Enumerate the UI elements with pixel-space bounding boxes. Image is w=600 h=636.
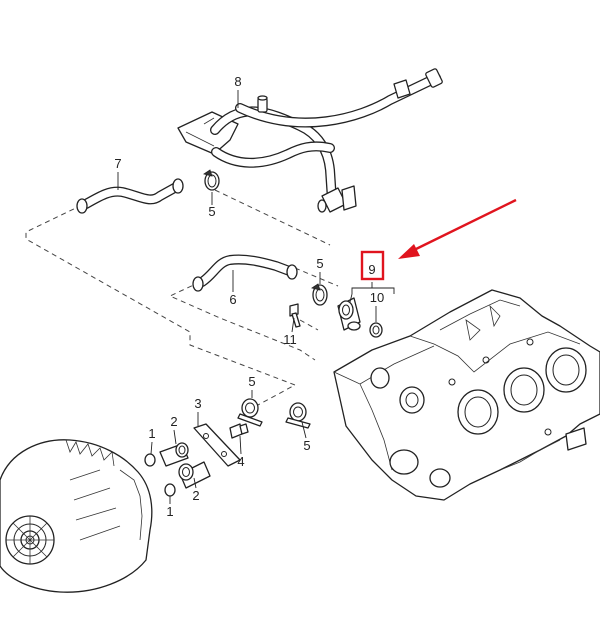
hose-clamp-lower-right — [285, 402, 311, 429]
callout-label-11: 11 — [283, 332, 297, 347]
o-ring-1-lower — [164, 483, 176, 497]
mounting-bracket-3 — [193, 423, 241, 467]
callout-label-10: 10 — [370, 290, 384, 305]
callout-5-lower-left: 5 — [248, 374, 256, 398]
o-ring-1-upper — [144, 453, 156, 467]
callout-label-9: 9 — [368, 262, 375, 277]
callout-4: 4 — [237, 435, 245, 469]
hose-clamp-upper — [203, 169, 220, 191]
alternator — [0, 439, 153, 593]
coolant-pipe-upper — [177, 68, 443, 213]
highlight-box — [360, 250, 385, 281]
callout-7: 7 — [114, 156, 122, 190]
hose-clamp-lower-left — [237, 398, 263, 427]
callout-label-1-top: 1 — [148, 426, 155, 441]
callout-label-3: 3 — [194, 396, 201, 411]
union-fitting-2-lower — [178, 461, 211, 489]
callout-label-1-bottom: 1 — [166, 504, 173, 519]
callout-2-bottom: 2 — [192, 477, 200, 503]
engine-block — [333, 289, 600, 501]
callout-label-5-lower-right: 5 — [303, 438, 310, 453]
union-fitting-2-upper — [159, 442, 189, 467]
callout-2-top: 2 — [170, 414, 178, 445]
highlight-arrow-shaft — [413, 198, 517, 252]
callout-6: 6 — [229, 270, 237, 307]
callout-label-2-bottom: 2 — [192, 488, 199, 503]
callout-3: 3 — [194, 396, 202, 426]
callout-11: 11 — [283, 317, 297, 347]
bolt-11 — [289, 303, 301, 328]
assembly-guide-lines — [25, 189, 339, 413]
callout-label-5-lower-left: 5 — [248, 374, 255, 389]
o-ring-10 — [369, 322, 383, 338]
callout-label-8: 8 — [234, 74, 241, 89]
callout-5-upper: 5 — [208, 192, 216, 219]
callout-label-2-top: 2 — [170, 414, 177, 429]
callout-label-4: 4 — [237, 454, 244, 469]
highlight-arrow-head — [398, 244, 420, 259]
callout-10: 10 — [349, 282, 395, 322]
screw-4 — [229, 423, 249, 439]
callout-1-top: 1 — [148, 426, 156, 455]
callout-5-mid: 5 — [316, 256, 324, 284]
callout-8: 8 — [234, 74, 242, 108]
callout-label-5-upper: 5 — [208, 204, 215, 219]
callout-label-7: 7 — [114, 156, 121, 171]
coolant-fitting-9 — [337, 297, 361, 331]
hose-clamp-mid — [311, 283, 328, 306]
callout-1-bottom: 1 — [166, 496, 174, 519]
callout-label-5-mid: 5 — [316, 256, 323, 271]
coolant-hose-6 — [192, 254, 298, 292]
coolant-hose-7 — [76, 178, 184, 214]
callout-label-6: 6 — [229, 292, 236, 307]
callout-5-lower-right: 5 — [301, 421, 311, 453]
highlight-annotation — [360, 198, 517, 281]
callout-9: 9 — [368, 262, 375, 277]
